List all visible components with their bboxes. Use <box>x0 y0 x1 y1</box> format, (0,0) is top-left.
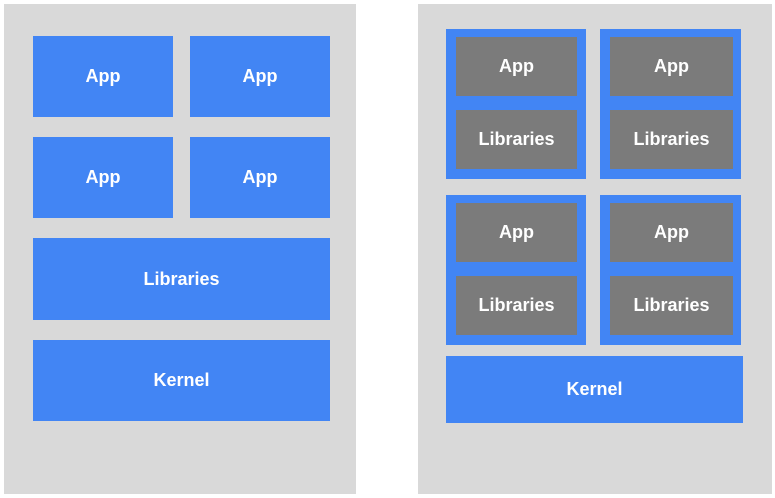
container-2-libraries: Libraries <box>610 110 733 169</box>
container-4-libraries: Libraries <box>610 276 733 335</box>
container-3-libraries: Libraries <box>456 276 577 335</box>
app-block-left-4: App <box>190 137 330 218</box>
app-block-left-3: App <box>33 137 173 218</box>
container-3-app: App <box>456 203 577 262</box>
container-2-app: App <box>610 37 733 96</box>
kernel-block-right: Kernel <box>446 356 743 423</box>
container-4-app: App <box>610 203 733 262</box>
container-1-libraries: Libraries <box>456 110 577 169</box>
app-block-left-2: App <box>190 36 330 117</box>
container-1-app: App <box>456 37 577 96</box>
app-block-left-1: App <box>33 36 173 117</box>
libraries-block-left: Libraries <box>33 238 330 320</box>
kernel-block-left: Kernel <box>33 340 330 421</box>
